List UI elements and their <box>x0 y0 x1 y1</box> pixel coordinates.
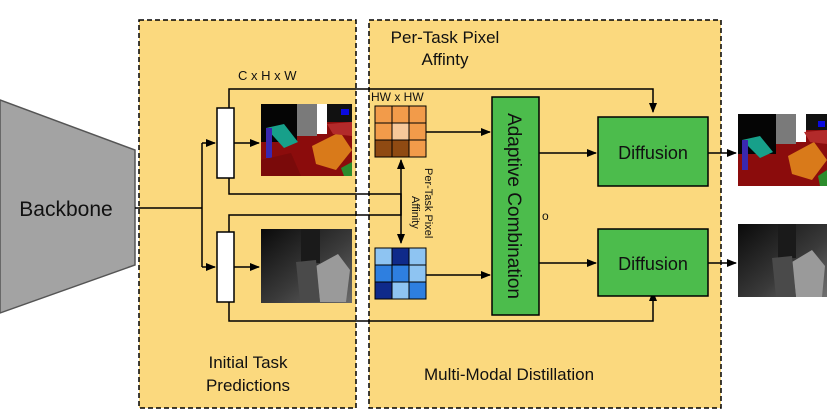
affinity-title-1: Per-Task Pixel <box>391 28 500 47</box>
segmentation-affinity-matrix <box>374 105 427 158</box>
initial-predictions-panel <box>138 19 357 409</box>
depth-affinity-matrix <box>374 247 427 300</box>
output-segmentation-image <box>738 114 827 186</box>
backbone-block <box>0 99 136 314</box>
top-diffusion-label: Diffusion <box>618 143 688 163</box>
bottom-diffusion-block <box>597 228 709 297</box>
hwxhw-label: HW x HW <box>371 90 424 104</box>
adaptive-combination-label: Adaptive Combination <box>503 113 524 299</box>
distillation-panel <box>368 19 722 409</box>
initial-segmentation-image <box>261 104 352 176</box>
rotated-affinity-label: Per-Task Pixel Affinity <box>409 168 434 238</box>
bottom-diffusion-label: Diffusion <box>618 254 688 274</box>
backbone-label: Backbone <box>19 198 112 221</box>
svg-text:Per-Task Pixel: Per-Task Pixel <box>422 168 434 238</box>
initial-panel-title-2: Predictions <box>206 376 290 395</box>
combination-mark: o <box>542 209 549 223</box>
top-diffusion-block <box>597 116 709 187</box>
backbone-connections <box>135 139 216 271</box>
initial-panel-title-1: Initial Task <box>208 353 288 372</box>
segmentation-head <box>216 107 235 179</box>
distill-panel-title: Multi-Modal Distillation <box>424 365 594 384</box>
chw-label: C x H x W <box>238 68 297 83</box>
adaptive-combination-block <box>491 96 540 316</box>
affinity-title-2: Affinty <box>422 50 469 69</box>
cross-connections <box>228 88 657 322</box>
svg-text:Affinity: Affinity <box>409 196 421 229</box>
initial-depth-image <box>261 229 352 303</box>
depth-head <box>216 231 235 303</box>
output-depth-image <box>738 224 827 297</box>
